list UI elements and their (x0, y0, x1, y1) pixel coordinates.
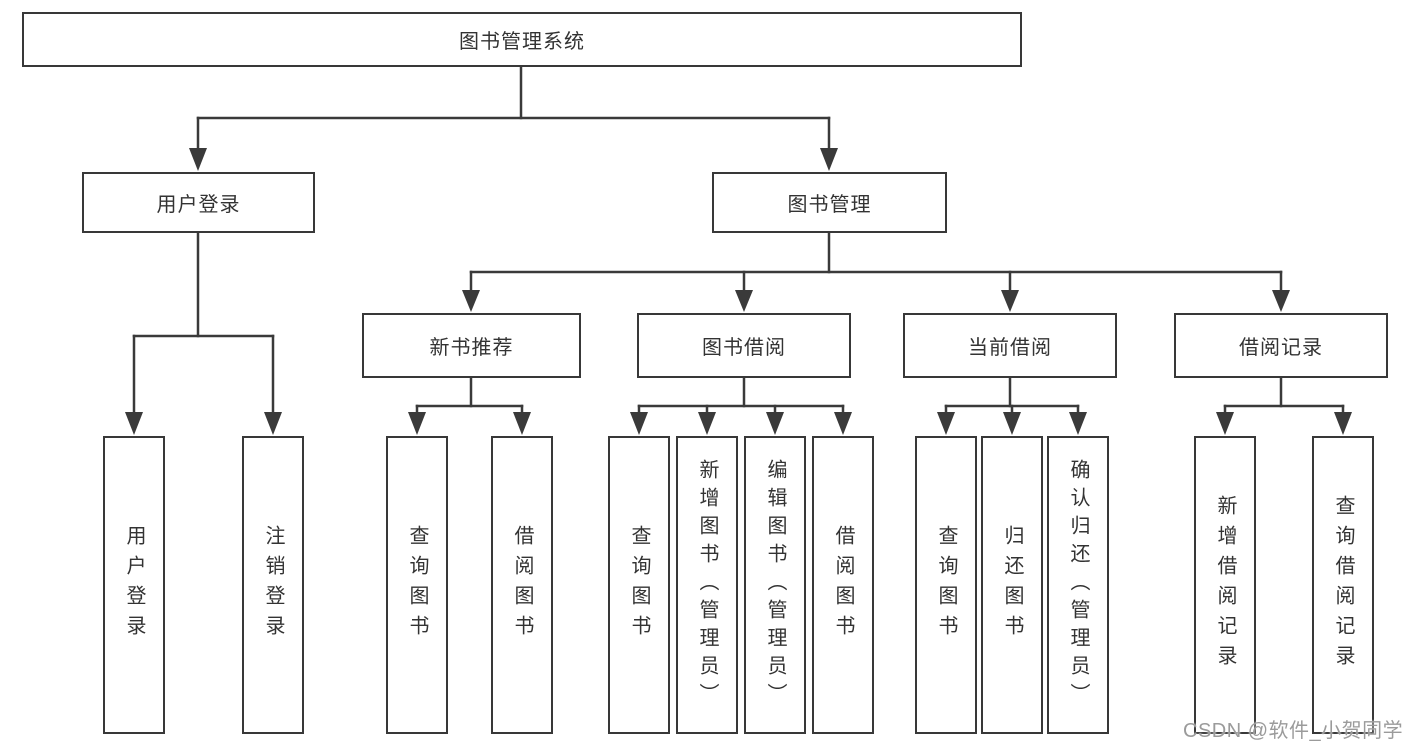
node-library-system-label: 图书管理系统 (459, 31, 585, 53)
connector-borrow-records-split (1216, 376, 1352, 435)
csdn-watermark: CSDN @软件_小贺同学 (1183, 720, 1404, 742)
leaf-return-books-label: 归还图书 (1001, 525, 1023, 645)
connector-book-management-split (462, 231, 1290, 312)
leaf-user-login-label: 用户登录 (123, 525, 145, 645)
leaf-query-books-current: 查询图书 (915, 436, 977, 734)
connector-new-book-split (408, 376, 531, 435)
leaf-query-books-current-label: 查询图书 (935, 525, 957, 645)
node-current-borrowing-label: 当前借阅 (968, 337, 1052, 359)
leaf-add-books-admin-label: 新增图书（管理员） (696, 459, 718, 711)
leaf-query-borrow-record-label: 查询借阅记录 (1332, 495, 1354, 675)
leaf-add-borrow-record-label: 新增借阅记录 (1214, 495, 1236, 675)
leaf-query-books-recommend-label: 查询图书 (406, 525, 428, 645)
leaf-borrow-books-label: 借阅图书 (832, 525, 854, 645)
node-borrow-records-label: 借阅记录 (1239, 337, 1323, 359)
node-user-login: 用户登录 (82, 172, 315, 233)
connector-current-borrowing-split (937, 376, 1087, 435)
leaf-borrow-books: 借阅图书 (812, 436, 874, 734)
node-new-book-recommend: 新书推荐 (362, 313, 581, 378)
leaf-query-books-borrowing: 查询图书 (608, 436, 670, 734)
leaf-borrow-books-recommend-label: 借阅图书 (511, 525, 533, 645)
leaf-edit-books-admin-label: 编辑图书（管理员） (764, 459, 786, 711)
node-current-borrowing: 当前借阅 (903, 313, 1117, 378)
leaf-user-login: 用户登录 (103, 436, 165, 734)
leaf-borrow-books-recommend: 借阅图书 (491, 436, 553, 734)
node-book-borrowing-label: 图书借阅 (702, 337, 786, 359)
leaf-confirm-return-admin-label: 确认归还（管理员） (1067, 459, 1089, 711)
node-borrow-records: 借阅记录 (1174, 313, 1388, 378)
connector-user-login-split (125, 231, 282, 435)
leaf-confirm-return-admin: 确认归还（管理员） (1047, 436, 1109, 734)
node-book-borrowing: 图书借阅 (637, 313, 851, 378)
leaf-add-borrow-record: 新增借阅记录 (1194, 436, 1256, 734)
leaf-return-books: 归还图书 (981, 436, 1043, 734)
node-user-login-label: 用户登录 (156, 194, 241, 216)
leaf-logout-label: 注销登录 (262, 525, 284, 645)
node-book-management-label: 图书管理 (787, 194, 872, 216)
node-library-system: 图书管理系统 (22, 12, 1022, 67)
leaf-query-books-recommend: 查询图书 (386, 436, 448, 734)
leaf-edit-books-admin: 编辑图书（管理员） (744, 436, 806, 734)
leaf-add-books-admin: 新增图书（管理员） (676, 436, 738, 734)
node-book-management: 图书管理 (712, 172, 947, 233)
connector-book-borrowing-split (630, 376, 852, 435)
node-new-book-recommend-label: 新书推荐 (429, 337, 514, 359)
leaf-logout: 注销登录 (242, 436, 304, 734)
leaf-query-borrow-record: 查询借阅记录 (1312, 436, 1374, 734)
connector-root-split (189, 65, 838, 171)
leaf-query-books-borrowing-label: 查询图书 (628, 525, 650, 645)
